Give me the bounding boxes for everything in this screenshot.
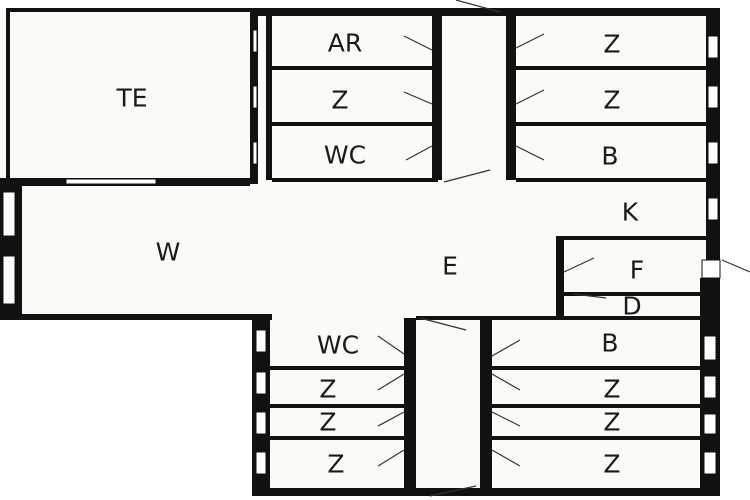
room-label-te: TE bbox=[115, 84, 147, 113]
room-label-b: B bbox=[601, 142, 618, 171]
doors bbox=[377, 0, 750, 497]
room-label-wc: WC bbox=[324, 141, 366, 170]
room-label-ar: AR bbox=[328, 29, 362, 58]
room-label-z: Z bbox=[603, 86, 620, 115]
room-label-z: Z bbox=[603, 30, 620, 59]
room-label-z: Z bbox=[327, 450, 344, 479]
room-label-wc: WC bbox=[317, 331, 359, 360]
room-labels: TE AR Z WC Z Z B W E K F D WC B Z Z Z Z … bbox=[115, 29, 644, 479]
room-label-b: B bbox=[601, 329, 618, 358]
room-label-d: D bbox=[622, 292, 641, 321]
walls bbox=[0, 8, 720, 496]
room-label-z: Z bbox=[331, 86, 348, 115]
room-label-f: F bbox=[630, 256, 644, 285]
room-label-w: W bbox=[156, 238, 181, 267]
room-label-z: Z bbox=[603, 408, 620, 437]
room-label-e: E bbox=[442, 252, 458, 281]
room-label-z: Z bbox=[319, 375, 336, 404]
windows bbox=[2, 29, 721, 475]
room-label-z: Z bbox=[319, 408, 336, 437]
room-label-k: K bbox=[622, 198, 639, 227]
room-label-z: Z bbox=[603, 375, 620, 404]
room-label-z: Z bbox=[603, 450, 620, 479]
